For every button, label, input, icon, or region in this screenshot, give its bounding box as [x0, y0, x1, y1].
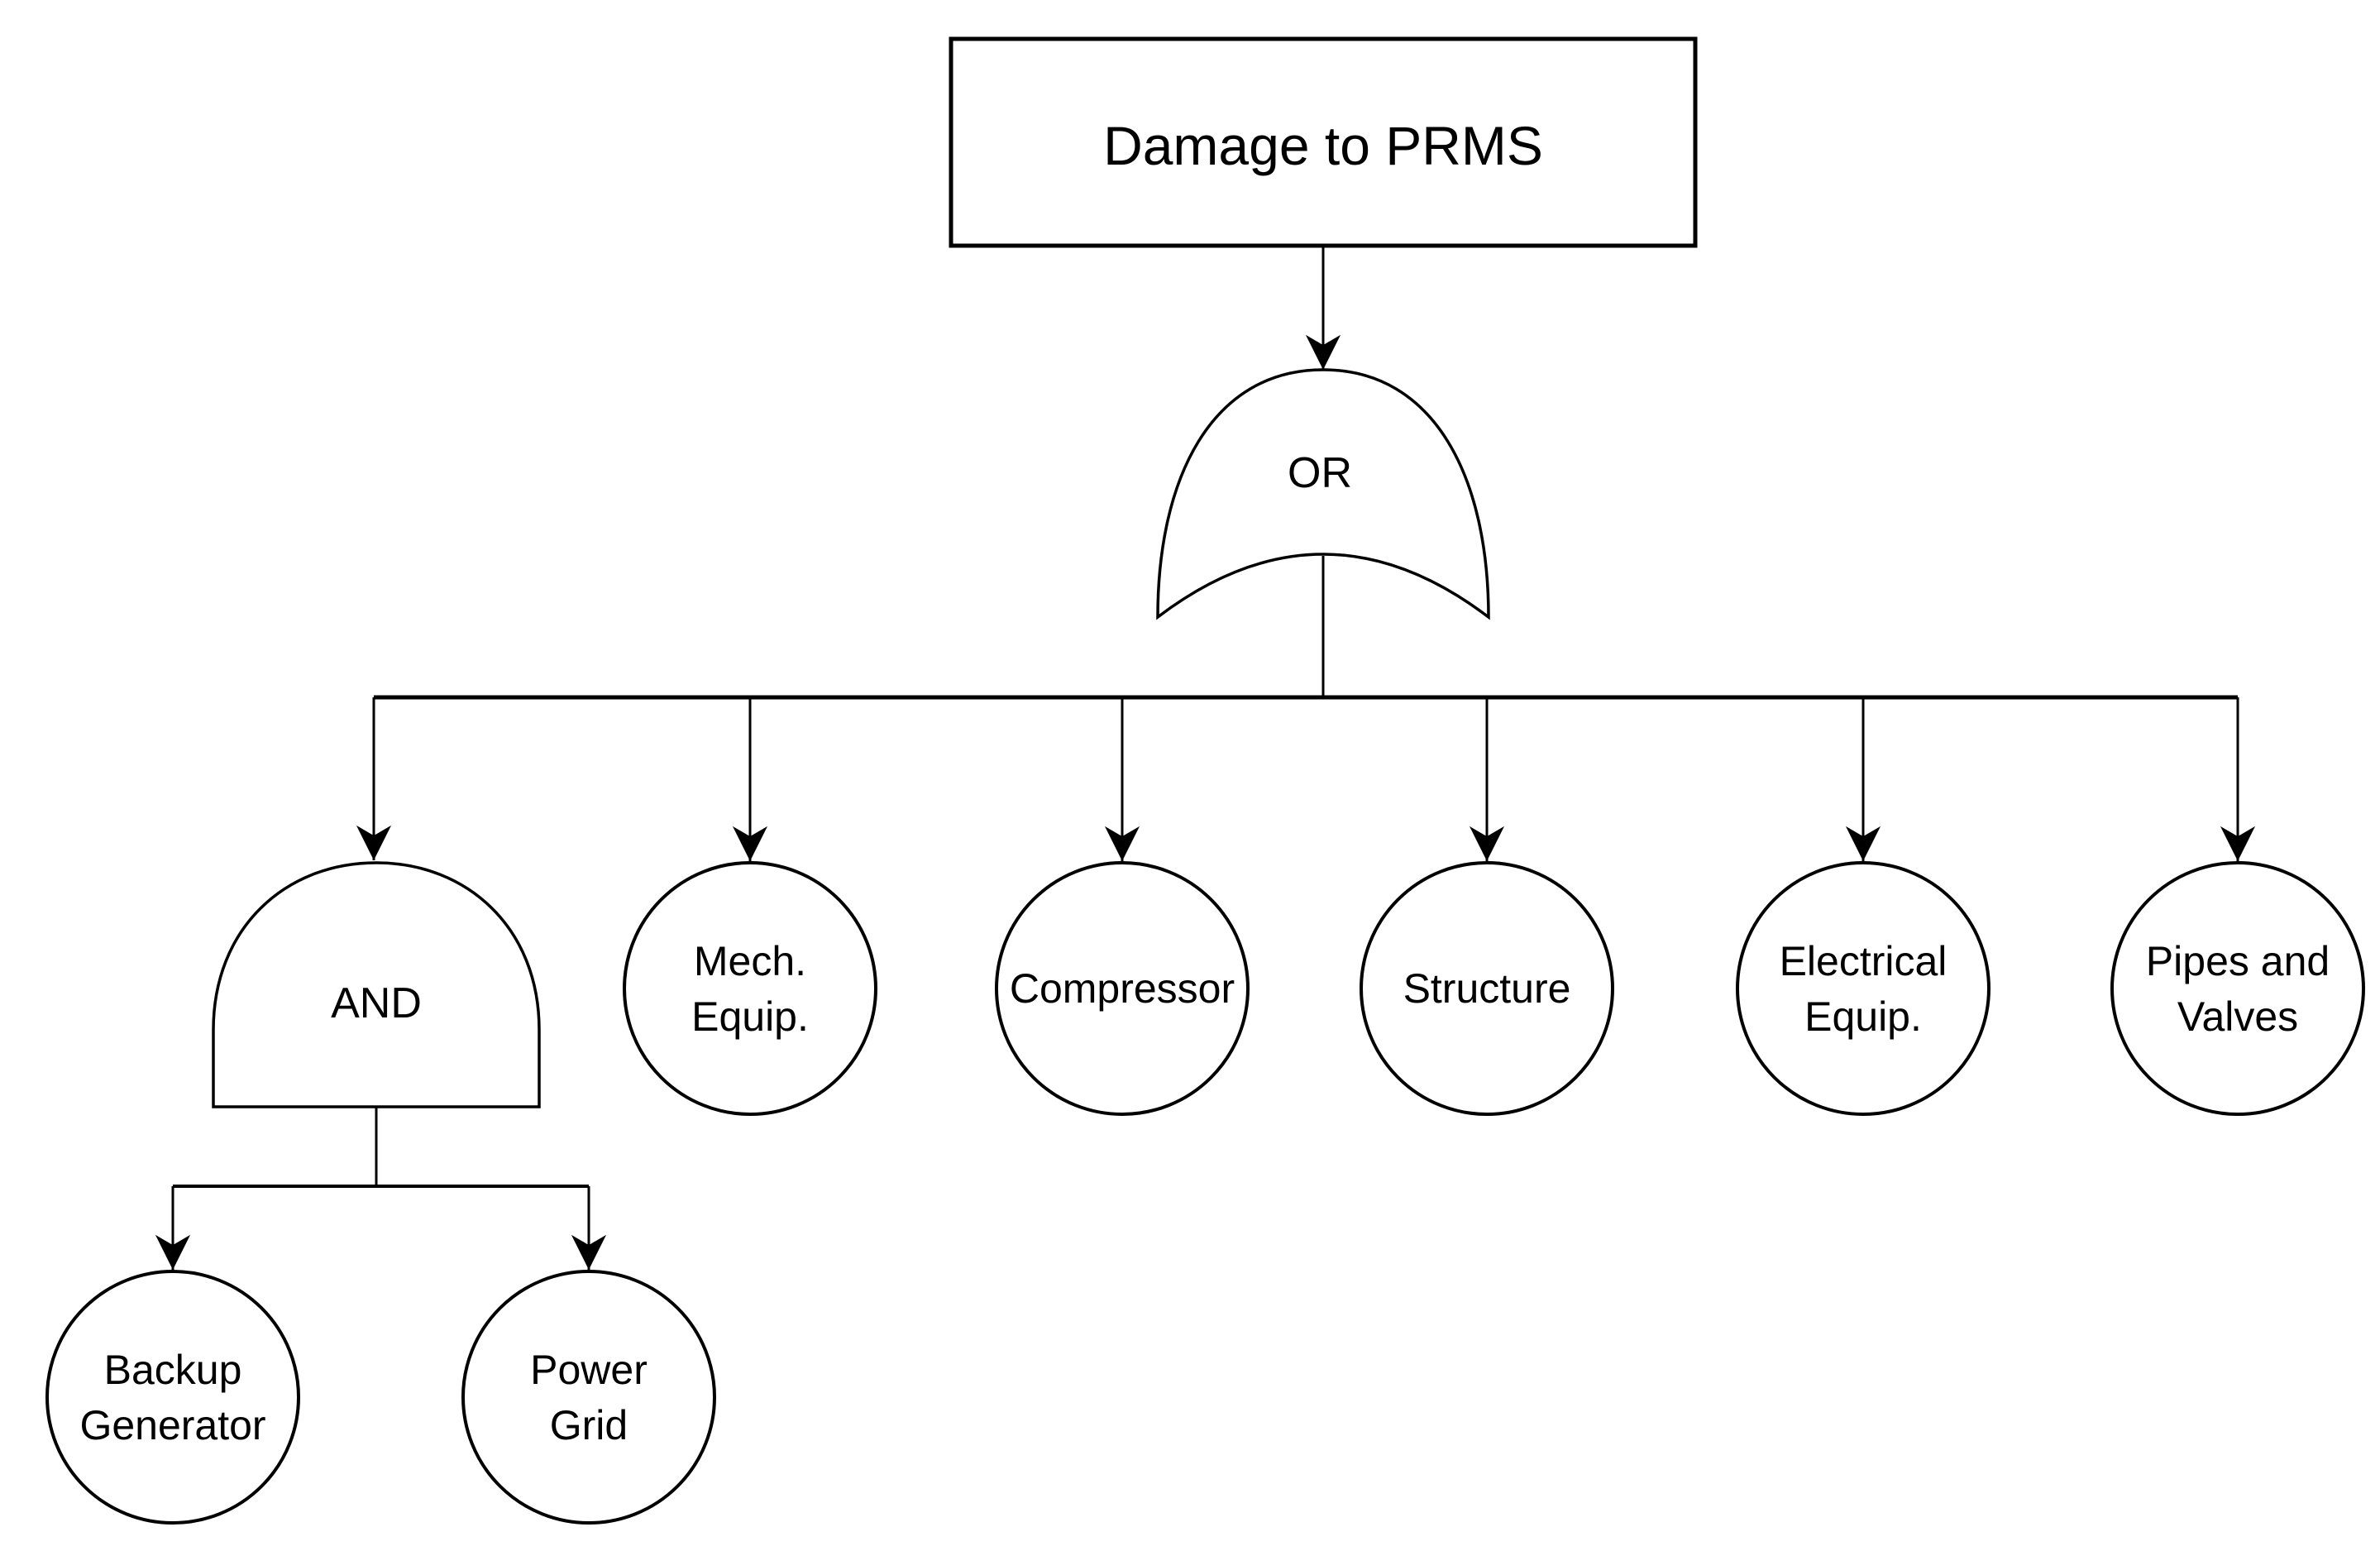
event-label-electrical-equip-line2: Equip.: [1804, 993, 1922, 1040]
event-circle-electrical-equip: [1736, 861, 1991, 1116]
and-gate-label: AND: [331, 979, 422, 1027]
event-label-electrical-equip-line1: Electrical: [1780, 938, 1947, 984]
event-circle-power-grid: [461, 1270, 716, 1525]
or-gate-label: OR: [1288, 449, 1352, 497]
event-label-compressor: Compressor: [1010, 965, 1235, 1012]
event-label-mech-equip-line1: Mech.: [694, 938, 806, 984]
top-event-label: Damage to PRMS: [1103, 115, 1543, 176]
event-label-structure: Structure: [1403, 965, 1571, 1012]
event-circle-mech-equip: [623, 861, 877, 1116]
event-label-mech-equip-line2: Equip.: [691, 993, 809, 1040]
event-circle-pipes-and-valves: [2110, 861, 2365, 1116]
event-label-pipes-and-valves-line2: Valves: [2177, 993, 2298, 1040]
event-label-backup-generator-line1: Backup: [104, 1347, 242, 1393]
event-circle-compressor: [995, 861, 1250, 1116]
event-label-power-grid-line1: Power: [530, 1347, 648, 1393]
event-label-power-grid-line2: Grid: [550, 1402, 628, 1448]
and-gate-shape: [212, 861, 541, 1108]
event-circle-structure: [1360, 861, 1614, 1116]
or-gate-shape: [1156, 368, 1490, 620]
event-label-backup-generator-line2: Generator: [79, 1402, 265, 1448]
top-event-box: [949, 36, 1698, 248]
event-circle-backup-generator: [45, 1270, 300, 1525]
event-label-pipes-and-valves-line1: Pipes and: [2146, 938, 2330, 984]
